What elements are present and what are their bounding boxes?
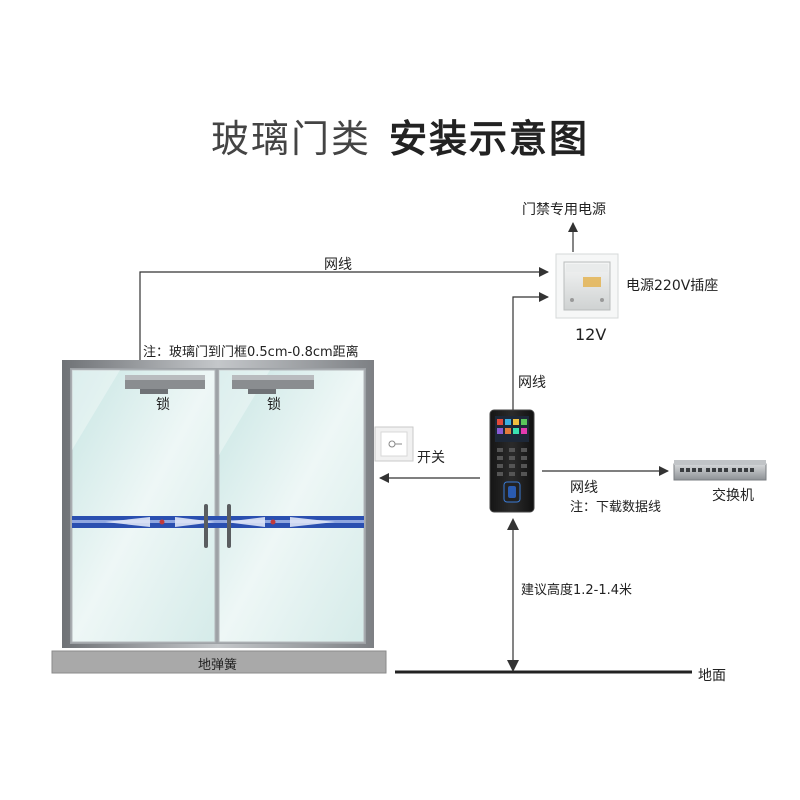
door-handle-left [204, 504, 208, 548]
label-voltage: 12V [575, 325, 606, 344]
cable-device-to-psu [513, 297, 548, 410]
label-note-download: 注：下载数据线 [570, 496, 661, 515]
label-floor-spring: 地弹簧 [198, 654, 237, 673]
label-height: 建议高度1.2-1.4米 [521, 579, 632, 598]
diagram-title: 玻璃门类安装示意图 [0, 108, 800, 163]
label-note-gap: 注：玻璃门到门框0.5cm-0.8cm距离 [143, 341, 359, 360]
label-power-socket: 电源220V插座 [626, 275, 718, 295]
label-cable-right: 网线 [570, 477, 598, 497]
label-cable-vertical: 网线 [518, 372, 546, 392]
title-bold: 安装示意图 [389, 117, 589, 161]
label-cable-top: 网线 [324, 254, 352, 274]
network-switch-device [674, 460, 766, 480]
access-control-device [490, 410, 534, 512]
power-supply [556, 254, 618, 318]
label-switch: 开关 [417, 447, 445, 467]
label-access-power: 门禁专用电源 [522, 199, 606, 219]
door-handle-right [227, 504, 231, 548]
glass-door [62, 360, 374, 648]
label-ground: 地面 [698, 665, 726, 685]
exit-button [375, 427, 413, 461]
title-light: 玻璃门类 [211, 117, 371, 161]
label-lock-left: 锁 [156, 394, 170, 414]
label-lock-right: 锁 [267, 394, 281, 414]
label-network-switch: 交换机 [712, 485, 754, 505]
